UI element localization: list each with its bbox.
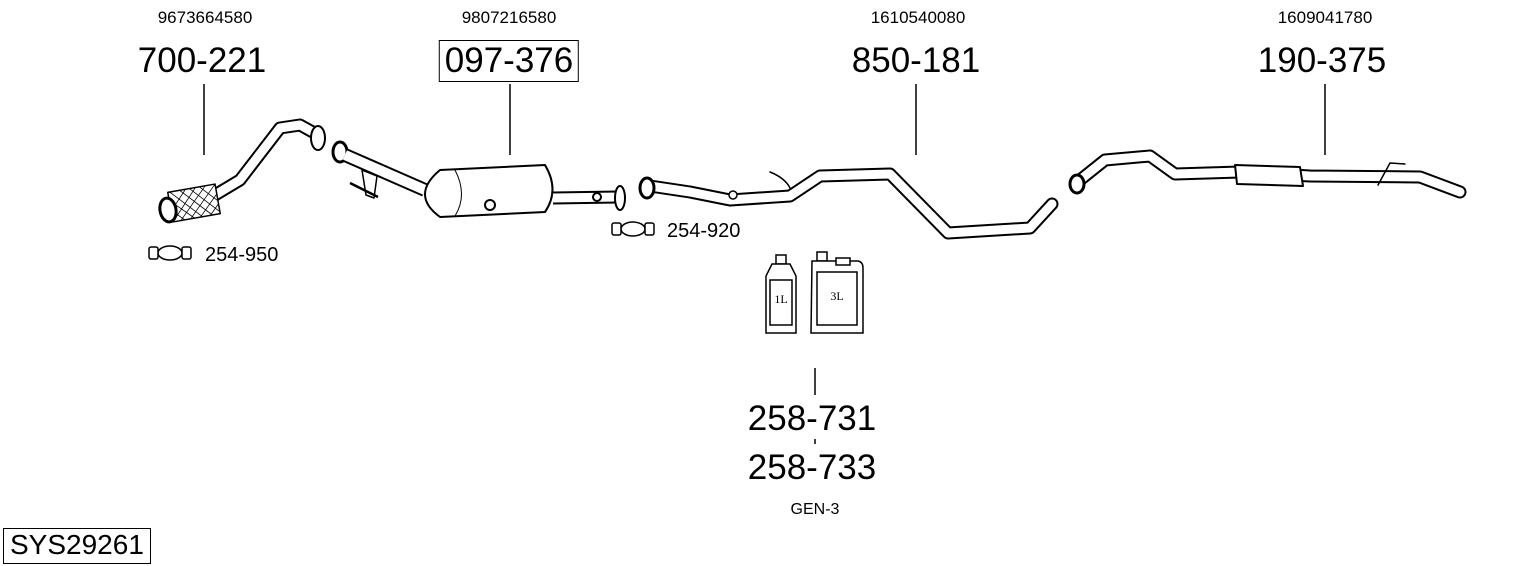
bottle-large-label: 3L [830,289,843,303]
fluid-note: GEN-3 [790,501,840,518]
particulate-filter [331,140,626,218]
clamp-number[interactable]: 254-950 [205,244,279,266]
clamp-icon [148,245,192,261]
fluid-number[interactable]: 258-731 [747,399,877,438]
intermediate-pipe [638,167,1059,240]
clamp-number[interactable]: 254-920 [667,220,741,242]
bottle-1l-icon [765,254,797,334]
fluid-number[interactable]: 258-733 [747,448,877,487]
system-id: SYS29261 [3,528,151,564]
clamp-icon [611,221,655,237]
oe-number: 1610540080 [870,8,966,27]
part-number[interactable]: 190-375 [1257,41,1387,80]
oe-number: 9673664580 [157,8,253,27]
rear-silencer [1068,149,1467,199]
front-pipe [158,118,326,224]
oe-number: 1609041780 [1277,8,1373,27]
oe-number: 9807216580 [461,8,557,27]
part-number[interactable]: 850-181 [851,41,981,80]
bottle-small-label: 1L [774,292,787,306]
part-number[interactable]: 700-221 [137,41,267,80]
part-number[interactable]: 097-376 [438,40,580,82]
bottle-3l-icon [810,251,864,334]
